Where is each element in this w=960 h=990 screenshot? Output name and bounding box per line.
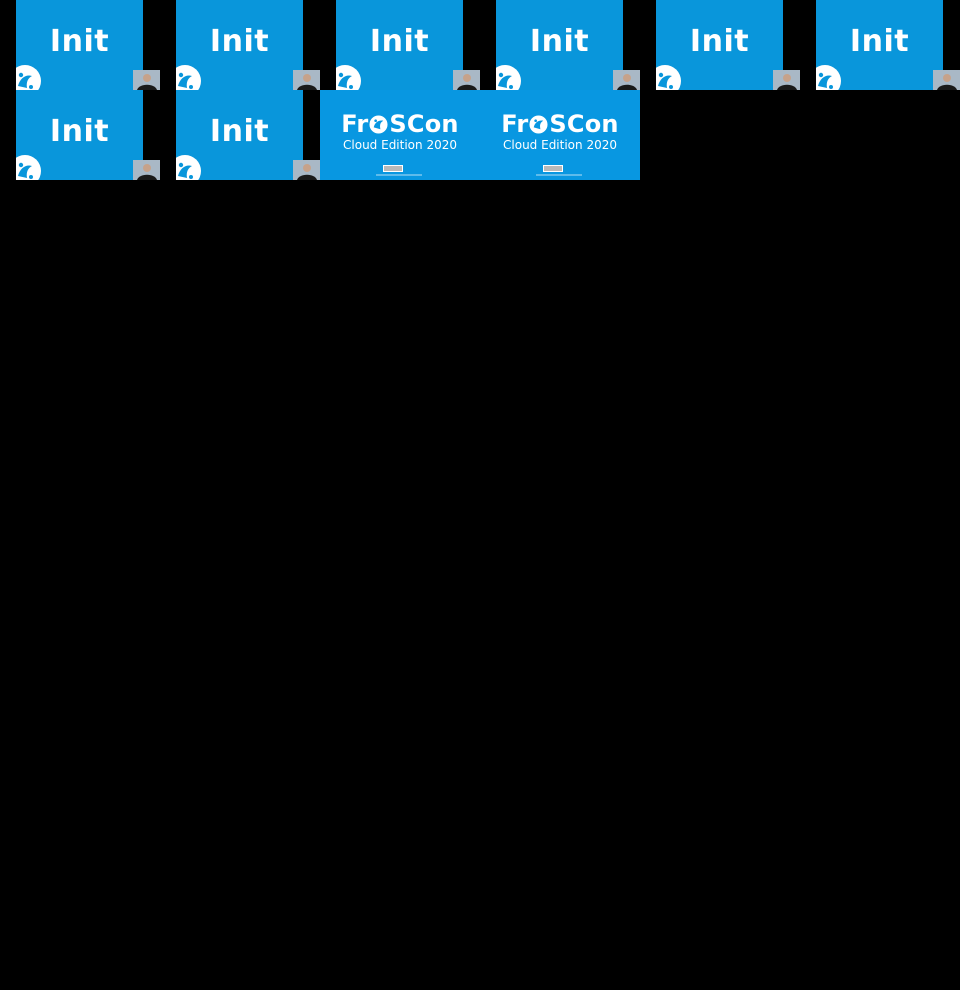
slide-preview: Init	[176, 90, 303, 180]
camera-preview	[133, 160, 160, 180]
slide-title: Init	[49, 24, 110, 59]
thumbnail-2[interactable]: Init	[160, 0, 320, 90]
slide-title: Init	[209, 114, 270, 149]
camera-preview	[133, 70, 160, 90]
thumbnail-4[interactable]: Init	[480, 0, 640, 90]
froscon-title-card: Fr SCon Cloud Edition 2020	[320, 90, 480, 180]
card-title-end: SCon	[549, 110, 619, 138]
froscon-title-card: Fr SCon Cloud Edition 2020	[480, 90, 640, 180]
slide-preview: Init	[336, 0, 463, 90]
frog-logo-icon	[176, 65, 201, 90]
frog-logo-icon	[176, 155, 201, 180]
slide-preview: Init	[16, 0, 143, 90]
frog-logo-icon	[16, 155, 41, 180]
frog-logo-icon	[496, 65, 521, 90]
speaker-video-icon	[773, 70, 800, 90]
camera-preview	[613, 70, 640, 90]
slide-preview: Init	[16, 90, 143, 180]
slide-title: Init	[209, 24, 270, 59]
thumbnail-8[interactable]: Init	[160, 90, 320, 180]
card-subtitle: Cloud Edition 2020	[343, 138, 457, 152]
thumbnail-6[interactable]: Init	[800, 0, 960, 90]
camera-preview	[453, 70, 480, 90]
slide-title: Init	[689, 24, 750, 59]
speaker-video-icon	[293, 70, 320, 90]
frog-logo-icon	[369, 115, 388, 134]
thumbnail-5[interactable]: Init	[640, 0, 800, 90]
frog-logo-icon	[16, 65, 41, 90]
frog-logo-icon	[656, 65, 681, 90]
speaker-video-icon	[613, 70, 640, 90]
speaker-video-icon	[453, 70, 480, 90]
camera-preview	[933, 70, 960, 90]
slide-preview: Init	[656, 0, 783, 90]
speaker-video-icon	[293, 160, 320, 180]
slide-preview: Init	[816, 0, 943, 90]
frog-logo-icon	[816, 65, 841, 90]
thumbnail-9[interactable]: Fr SCon Cloud Edition 2020	[320, 90, 480, 180]
slide-title: Init	[849, 24, 910, 59]
thumbnail-3[interactable]: Init	[320, 0, 480, 90]
speaker-video-icon	[133, 160, 160, 180]
license-fine-print	[536, 174, 582, 176]
card-title: Fr SCon	[480, 110, 640, 138]
camera-preview	[293, 160, 320, 180]
thumbnail-10[interactable]: Fr SCon Cloud Edition 2020	[480, 90, 640, 180]
slide-title: Init	[529, 24, 590, 59]
thumbnail-1[interactable]: Init	[0, 0, 160, 90]
frog-logo-icon	[336, 65, 361, 90]
camera-preview	[773, 70, 800, 90]
camera-preview	[293, 70, 320, 90]
slide-preview: Init	[496, 0, 623, 90]
speaker-video-icon	[933, 70, 960, 90]
license-fine-print	[376, 174, 422, 176]
card-title-start: Fr	[501, 110, 529, 138]
card-title-end: SCon	[389, 110, 459, 138]
slide-title: Init	[49, 114, 110, 149]
frog-logo-icon	[529, 115, 548, 134]
creative-commons-badge-icon	[383, 165, 403, 172]
card-title-start: Fr	[341, 110, 369, 138]
creative-commons-badge-icon	[543, 165, 563, 172]
slide-preview: Init	[176, 0, 303, 90]
thumbnail-grid: Init Init	[0, 0, 960, 180]
card-title: Fr SCon	[320, 110, 480, 138]
thumbnail-7[interactable]: Init	[0, 90, 160, 180]
speaker-video-icon	[133, 70, 160, 90]
card-subtitle: Cloud Edition 2020	[503, 138, 617, 152]
slide-title: Init	[369, 24, 430, 59]
